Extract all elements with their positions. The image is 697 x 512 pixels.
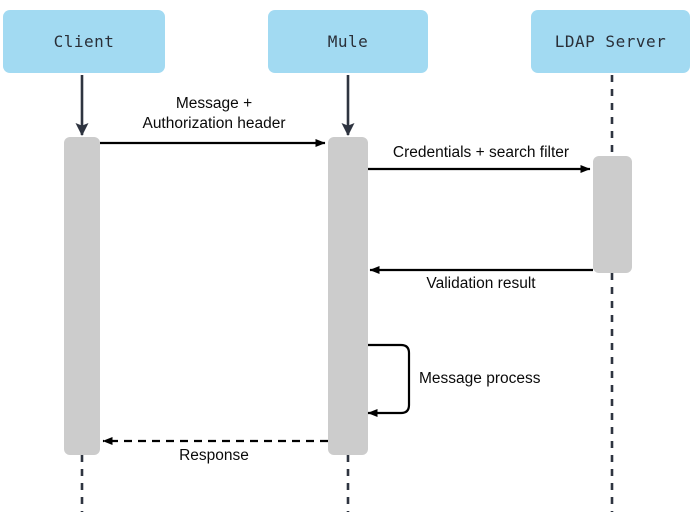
message-label-message-process: Message process [419, 370, 541, 387]
activation-bar-ldap-server [593, 156, 632, 273]
message-arrow-message-process-self-loop [367, 343, 411, 417]
message-label-response: Response [179, 447, 249, 464]
activation-bar-mule [328, 137, 368, 455]
participant-box-ldap-server[interactable]: LDAP Server [531, 10, 690, 73]
participant-box-client[interactable]: Client [3, 10, 165, 73]
participant-label-mule: Mule [327, 32, 369, 51]
message-label-validation-result: Validation result [426, 275, 536, 292]
participant-label-ldap-server: LDAP Server [554, 32, 667, 51]
participant-label-client: Client [53, 32, 115, 51]
message-label-credentials-search-filter: Credentials + search filter [392, 144, 570, 161]
activation-bar-client [64, 137, 100, 455]
message-label-message-authorization-header: Message + Authorization header [142, 95, 286, 132]
participant-box-mule[interactable]: Mule [268, 10, 428, 73]
